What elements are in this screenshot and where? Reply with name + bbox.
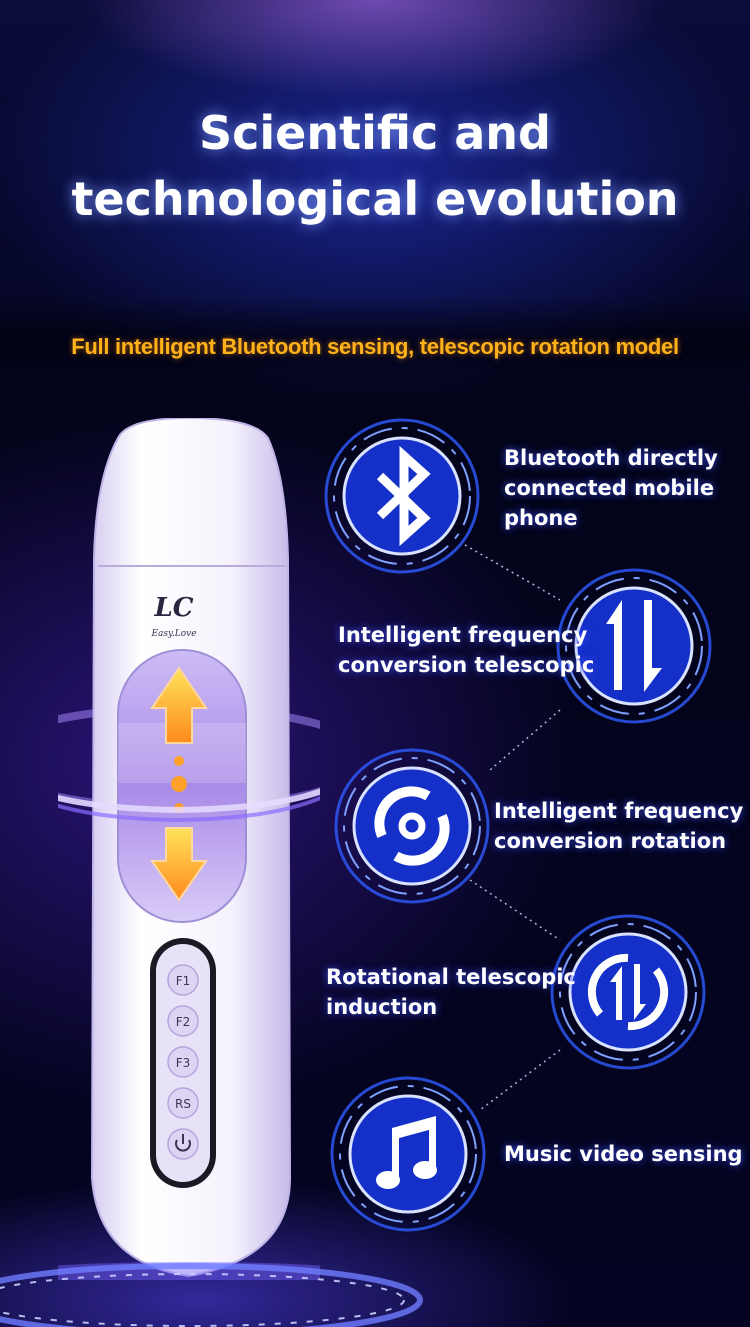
feature-label-rotational-telescopic: Rotational telescopic induction [326, 965, 576, 1019]
button-f1[interactable]: F1 [167, 964, 199, 996]
subtitle: Full intelligent Bluetooth sensing, tele… [71, 334, 679, 359]
subtitle-band [0, 296, 750, 392]
rotate-telescopic-icon [587, 953, 669, 1031]
bluetooth-icon [376, 445, 431, 547]
base-platform [0, 1263, 423, 1327]
brand-name: Easy.Love [150, 629, 196, 639]
svg-text:F1: F1 [176, 974, 191, 988]
brand-logo: LC [154, 593, 194, 623]
page-title: Scientific and technological evolution [0, 100, 750, 232]
svg-text:F3: F3 [176, 1056, 191, 1070]
up-down-arrows-icon [606, 600, 662, 692]
arrow-down-icon [150, 827, 208, 902]
rotational-telescopic-feature-circle [550, 914, 706, 1070]
feature-label-music: Music video sensing [504, 1142, 743, 1166]
music-note-icon [376, 1116, 437, 1189]
rotation-feature-circle [334, 748, 490, 904]
button-f2[interactable]: F2 [167, 1005, 199, 1037]
power-button[interactable] [167, 1128, 199, 1160]
power-icon [175, 1134, 191, 1152]
svg-text:RS: RS [175, 1097, 191, 1111]
arrow-up-icon [150, 666, 208, 744]
music-feature-circle [330, 1076, 486, 1232]
feature-label-telescopic: Intelligent frequency conversion telesco… [338, 623, 595, 677]
bluetooth-feature-circle [324, 418, 480, 574]
device-illustration: LC Easy.Love F1 F2 [58, 418, 320, 1280]
title-line-2: technological evolution [71, 172, 679, 226]
telescopic-feature-circle [556, 568, 712, 724]
rotation-icon [374, 786, 450, 866]
svg-text:F2: F2 [176, 1015, 191, 1029]
button-rs[interactable]: RS [167, 1087, 199, 1119]
feature-label-rotation: Intelligent frequency conversion rotatio… [494, 799, 744, 853]
title-line-1: Scientific and [199, 106, 551, 160]
feature-label-bluetooth: Bluetooth directly connected mobile phon… [504, 446, 718, 530]
button-f3[interactable]: F3 [167, 1046, 199, 1078]
